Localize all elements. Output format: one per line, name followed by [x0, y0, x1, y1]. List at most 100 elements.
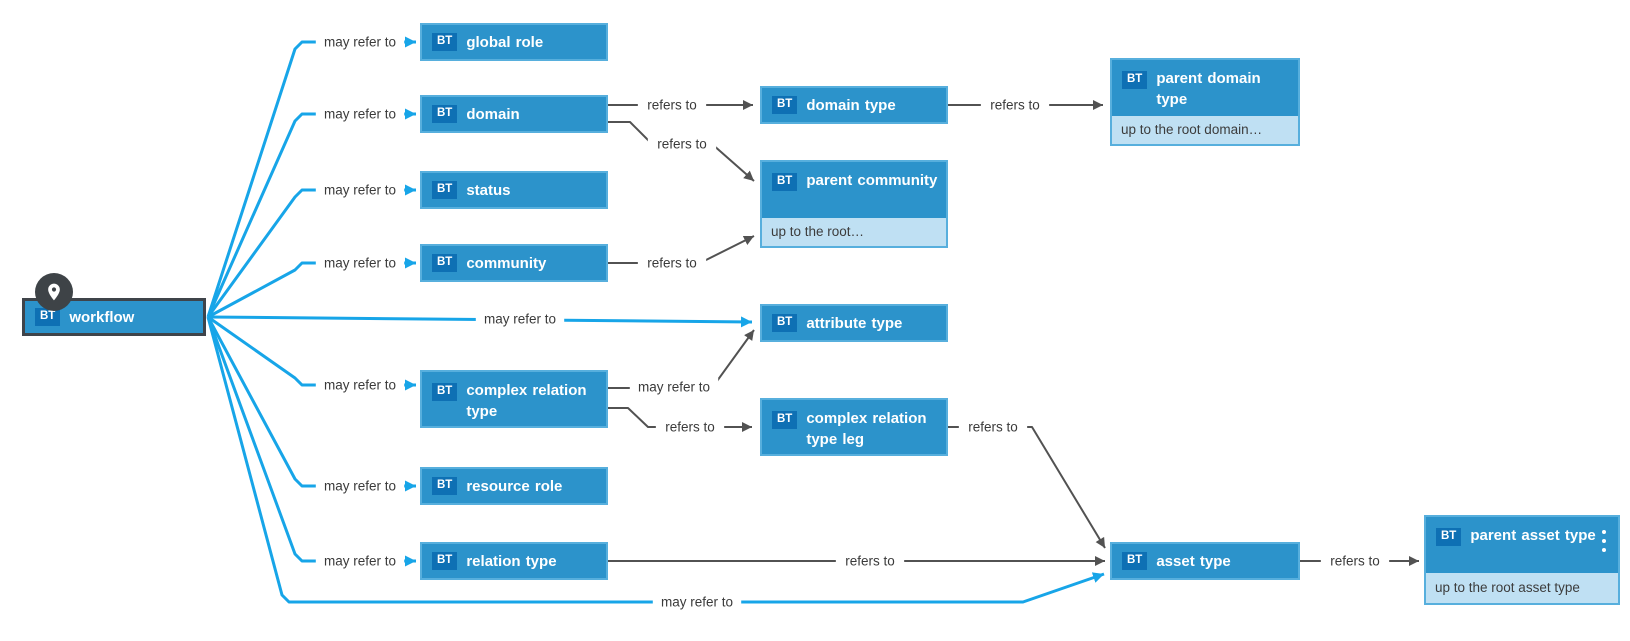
edge-label-plate	[637, 254, 707, 272]
edge-label-text: may refer to	[324, 479, 396, 494]
node-subtitle: up to the root…	[762, 218, 946, 246]
edge-label-plate	[629, 378, 719, 396]
kebab-menu-icon[interactable]	[1602, 527, 1606, 554]
bt-badge: BT	[772, 314, 798, 332]
node-label: parent asset type	[1470, 527, 1596, 544]
edge-label-text: may refer to	[638, 380, 710, 395]
edge-complex-relation-type-leg-to-asset-type	[948, 426, 1106, 549]
edge-label-plate	[652, 593, 742, 611]
edge-label-text: refers to	[647, 98, 697, 113]
edge-label-asset-type-to-parent-asset-type: refers to	[1320, 552, 1390, 570]
edge-label-plate	[655, 418, 725, 436]
node-subtitle: up to the root asset type	[1426, 573, 1618, 603]
edge-label-workflow-to-relation-type: may refer to	[315, 552, 405, 570]
node-title-row: BT workflow	[25, 301, 203, 333]
node-label: relation type	[466, 552, 557, 570]
edge-workflow-to-domain	[206, 108, 416, 318]
edge-label-text: refers to	[665, 420, 715, 435]
node-label: domain type	[806, 96, 896, 114]
edge-label-community-to-parent-community: refers to	[637, 254, 707, 272]
edge-label-text: may refer to	[324, 107, 396, 122]
node-attribute-type[interactable]: BT attribute type	[760, 304, 948, 342]
bt-badge: BT	[772, 96, 798, 114]
node-status[interactable]: BT status	[420, 171, 608, 209]
bt-badge: BT	[432, 33, 458, 51]
node-label: global role	[466, 33, 544, 51]
edge-label-workflow-to-asset-type: may refer to	[652, 593, 742, 611]
node-global-role[interactable]: BT global role	[420, 23, 608, 61]
edge-label-plate	[647, 135, 717, 153]
node-resource-role[interactable]: BT resource role	[420, 467, 608, 505]
bt-badge: BT	[432, 105, 458, 123]
edge-label-workflow-to-attribute-type: may refer to	[475, 310, 565, 328]
edge-label-text: may refer to	[324, 378, 396, 393]
node-label: complex relation type leg	[806, 410, 927, 448]
edge-label-plate	[315, 477, 405, 495]
node-complex-relation-type-leg[interactable]: BT complex relation type leg	[760, 398, 948, 456]
node-title-row: BT attribute type	[762, 306, 946, 340]
node-workflow[interactable]: BT workflow	[22, 273, 206, 336]
node-parent-asset-type[interactable]: BT parent asset type up to the root asset …	[1424, 515, 1620, 605]
node-title-row: BT domain type	[762, 88, 946, 122]
node-domain-type[interactable]: BT domain type	[760, 86, 948, 124]
edge-label-plate	[475, 310, 565, 328]
edge-label-plate	[315, 376, 405, 394]
edge-workflow-to-asset-type	[206, 316, 1105, 604]
edge-label-workflow-to-domain: may refer to	[315, 105, 405, 123]
bt-badge: BT	[432, 552, 458, 570]
location-pin-icon	[35, 273, 73, 311]
edge-label-plate	[637, 96, 707, 114]
node-label: workflow	[69, 308, 135, 326]
edge-label-text: refers to	[647, 256, 697, 271]
node-label: status	[466, 181, 511, 199]
bt-badge: BT	[432, 181, 458, 199]
edge-label-text: may refer to	[484, 312, 556, 327]
edge-label-text: may refer to	[324, 256, 396, 271]
edge-workflow-to-status	[206, 184, 416, 318]
node-label: parent community	[806, 172, 938, 189]
node-relation-type[interactable]: BT relation type	[420, 542, 608, 580]
edge-label-workflow-to-global-role: may refer to	[315, 33, 405, 51]
node-label: attribute type	[806, 314, 903, 332]
edge-label-plate	[315, 254, 405, 272]
edge-label-plate	[1320, 552, 1390, 570]
node-label: complex relation type	[466, 382, 587, 420]
edge-label-plate	[980, 96, 1050, 114]
edge-label-plate	[315, 33, 405, 51]
bt-badge: BT	[432, 477, 458, 495]
edge-label-text: refers to	[990, 98, 1040, 113]
node-title-row: BT global role	[422, 25, 606, 59]
edge-label-workflow-to-status: may refer to	[315, 181, 405, 199]
node-title-row: BT parent asset type	[1426, 517, 1618, 546]
bt-badge: BT	[1436, 528, 1462, 546]
edge-label-text: refers to	[1330, 554, 1380, 569]
bt-badge: BT	[35, 308, 61, 326]
bt-badge: BT	[772, 411, 798, 429]
node-subtitle: up to the root domain…	[1112, 116, 1298, 144]
edge-label-domain-type-to-parent-domain-type: refers to	[980, 96, 1050, 114]
node-title-row: BT resource role	[422, 469, 606, 503]
node-label: resource role	[466, 477, 563, 495]
edge-label-complex-relation-type-to-attribute-type: may refer to	[629, 378, 719, 396]
node-label: asset type	[1156, 552, 1231, 570]
edge-label-plate	[315, 552, 405, 570]
edge-label-text: may refer to	[661, 595, 733, 610]
edge-label-domain-to-parent-community: refers to	[647, 135, 717, 153]
edge-label-text: may refer to	[324, 35, 396, 50]
edge-label-workflow-to-complex-relation-type: may refer to	[315, 376, 405, 394]
edge-label-text: may refer to	[324, 554, 396, 569]
